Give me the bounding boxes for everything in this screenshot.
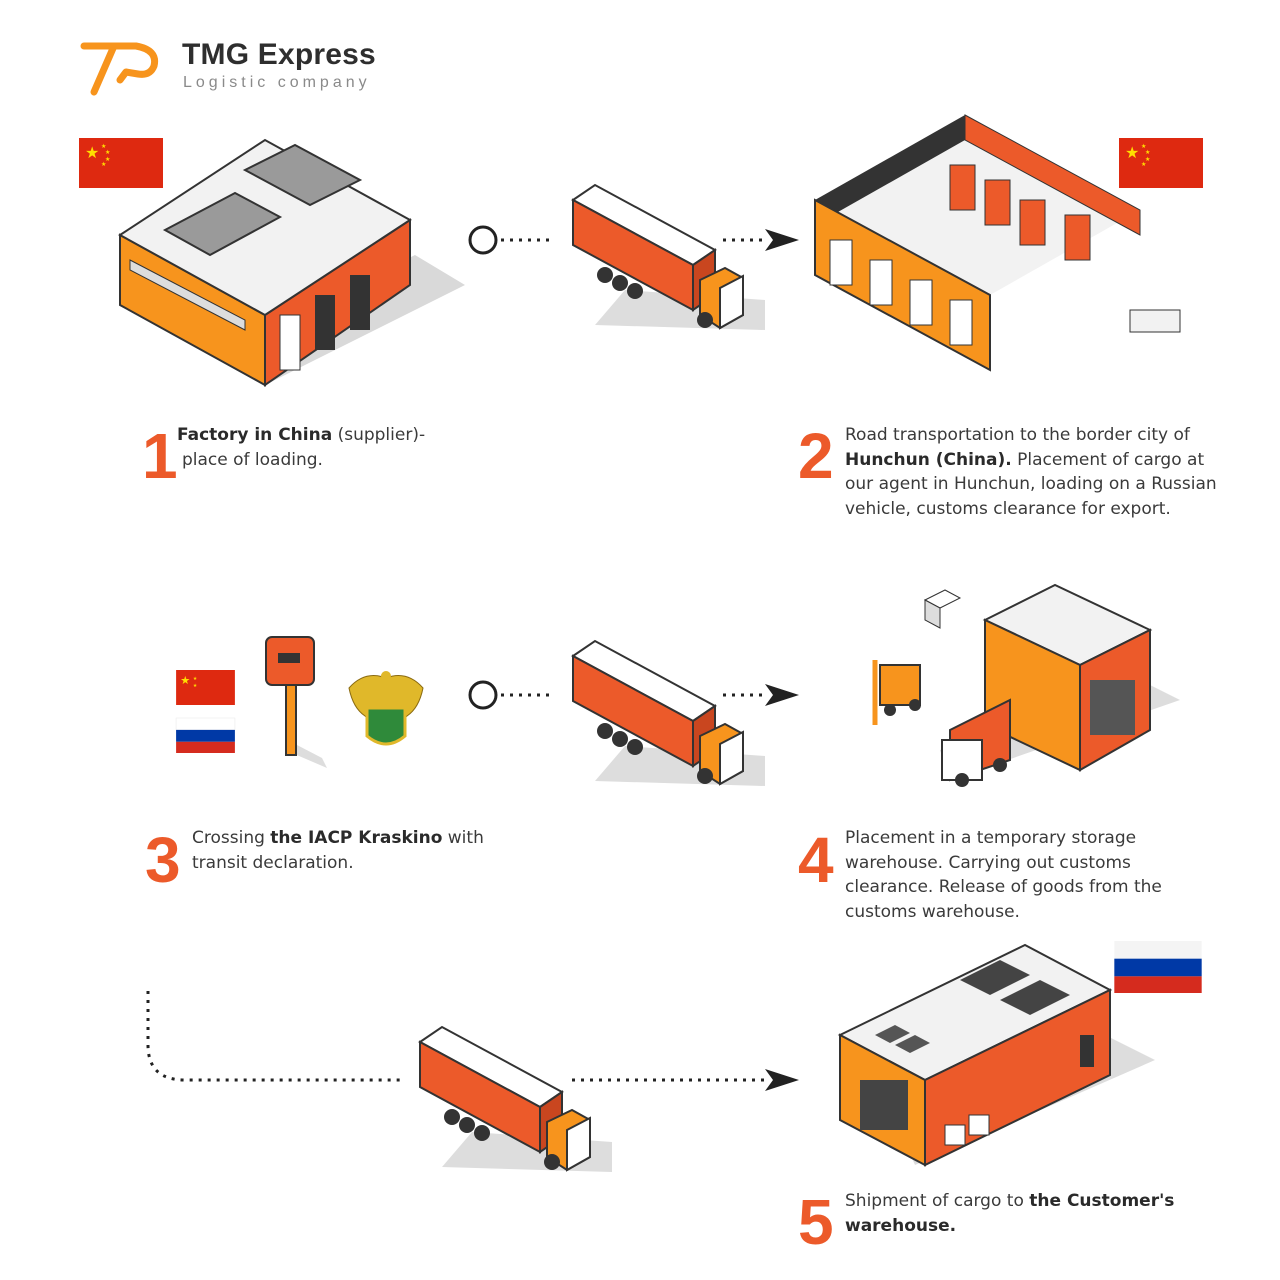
truck-icon <box>418 1025 612 1172</box>
step-4-text: Placement in a temporary storage warehou… <box>845 828 1162 922</box>
forklift-icon <box>872 660 921 725</box>
logo <box>80 40 162 100</box>
step-1-highlight: Factory in China <box>177 425 333 445</box>
svg-text:★: ★ <box>1125 143 1139 162</box>
route-connector <box>146 991 799 1091</box>
factory-icon <box>118 138 465 387</box>
customer-warehouse-icon <box>837 943 1155 1167</box>
border-sign-icon <box>265 636 327 768</box>
china-flag-icon: ★★★★★ <box>1119 138 1203 188</box>
step-2-text: Placement of cargo at our agent in Hunch… <box>845 449 1217 519</box>
storage-warehouse-icon <box>872 583 1180 787</box>
step-5-description: Shipment of cargo to the Customer's ware… <box>845 1189 1195 1238</box>
svg-text:★: ★ <box>105 156 110 163</box>
route-connector <box>468 680 799 710</box>
china-flag-icon: ★★★★★ <box>79 138 163 188</box>
warehouse-icon <box>814 114 1181 372</box>
customs-emblem-icon <box>348 671 424 746</box>
step-5-text: Shipment of cargo to <box>845 1191 1030 1211</box>
step-1-text: (supplier)- <box>332 425 426 445</box>
step-1-number: 1 <box>142 420 178 492</box>
step-5-highlight: the Customer's warehouse. <box>845 1191 1175 1236</box>
step-4-description: Placement in a temporary storage warehou… <box>845 826 1175 924</box>
china-flag-icon: ★★★ <box>176 670 235 705</box>
svg-text:★: ★ <box>193 683 198 689</box>
svg-text:★: ★ <box>1141 143 1146 150</box>
svg-text:★: ★ <box>85 143 99 162</box>
step-5-number: 5 <box>798 1186 834 1258</box>
step-2-number: 2 <box>798 420 834 492</box>
arrow-right-icon <box>765 684 799 706</box>
svg-text:★: ★ <box>101 143 106 150</box>
russia-flag-icon <box>1114 941 1202 993</box>
step-1-text: place of loading. <box>182 449 323 470</box>
logo-icon <box>80 42 159 96</box>
brand-name: TMG Express <box>182 38 376 71</box>
route-connector <box>468 225 799 255</box>
russia-flag-icon <box>175 717 236 753</box>
brand-tagline: Logistic company <box>183 74 371 91</box>
svg-text:★: ★ <box>1141 161 1146 168</box>
svg-text:★: ★ <box>101 161 106 168</box>
step-4-number: 4 <box>798 824 834 896</box>
truck-icon <box>571 639 765 786</box>
svg-text:★: ★ <box>1145 156 1150 163</box>
svg-text:★: ★ <box>105 149 110 156</box>
svg-text:★: ★ <box>193 676 198 682</box>
step-3-number: 3 <box>145 824 181 896</box>
step-2-highlight: Hunchun (China). <box>845 449 1012 470</box>
svg-text:★: ★ <box>1145 149 1150 156</box>
step-3-highlight: the IACP Kraskino <box>270 828 443 848</box>
arrow-right-icon <box>765 1069 799 1091</box>
truck-icon <box>571 183 765 330</box>
step-1-description: Factory in China (supplier)- place of lo… <box>177 423 457 472</box>
step-3-text: with transit declaration. <box>192 828 484 873</box>
step-3-description: Crossing the IACP Kraskino with transit … <box>192 826 502 875</box>
svg-text:★: ★ <box>180 674 190 687</box>
step-3-text: Crossing <box>192 828 271 848</box>
step-2-text: Road transportation to the border city o… <box>845 425 1190 445</box>
arrow-right-icon <box>765 229 799 251</box>
step-2-description: Road transportation to the border city o… <box>845 423 1225 521</box>
